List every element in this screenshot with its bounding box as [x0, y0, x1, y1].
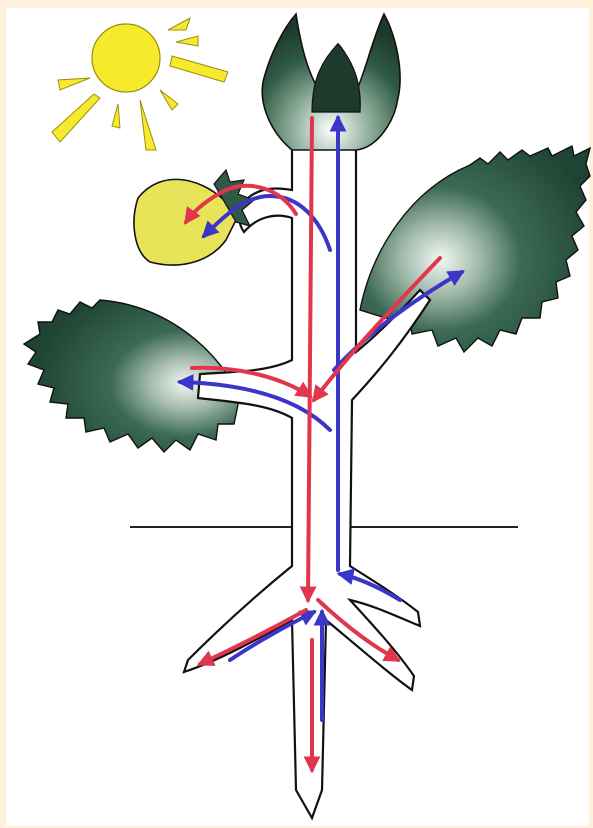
plant-transport-diagram — [0, 0, 593, 828]
